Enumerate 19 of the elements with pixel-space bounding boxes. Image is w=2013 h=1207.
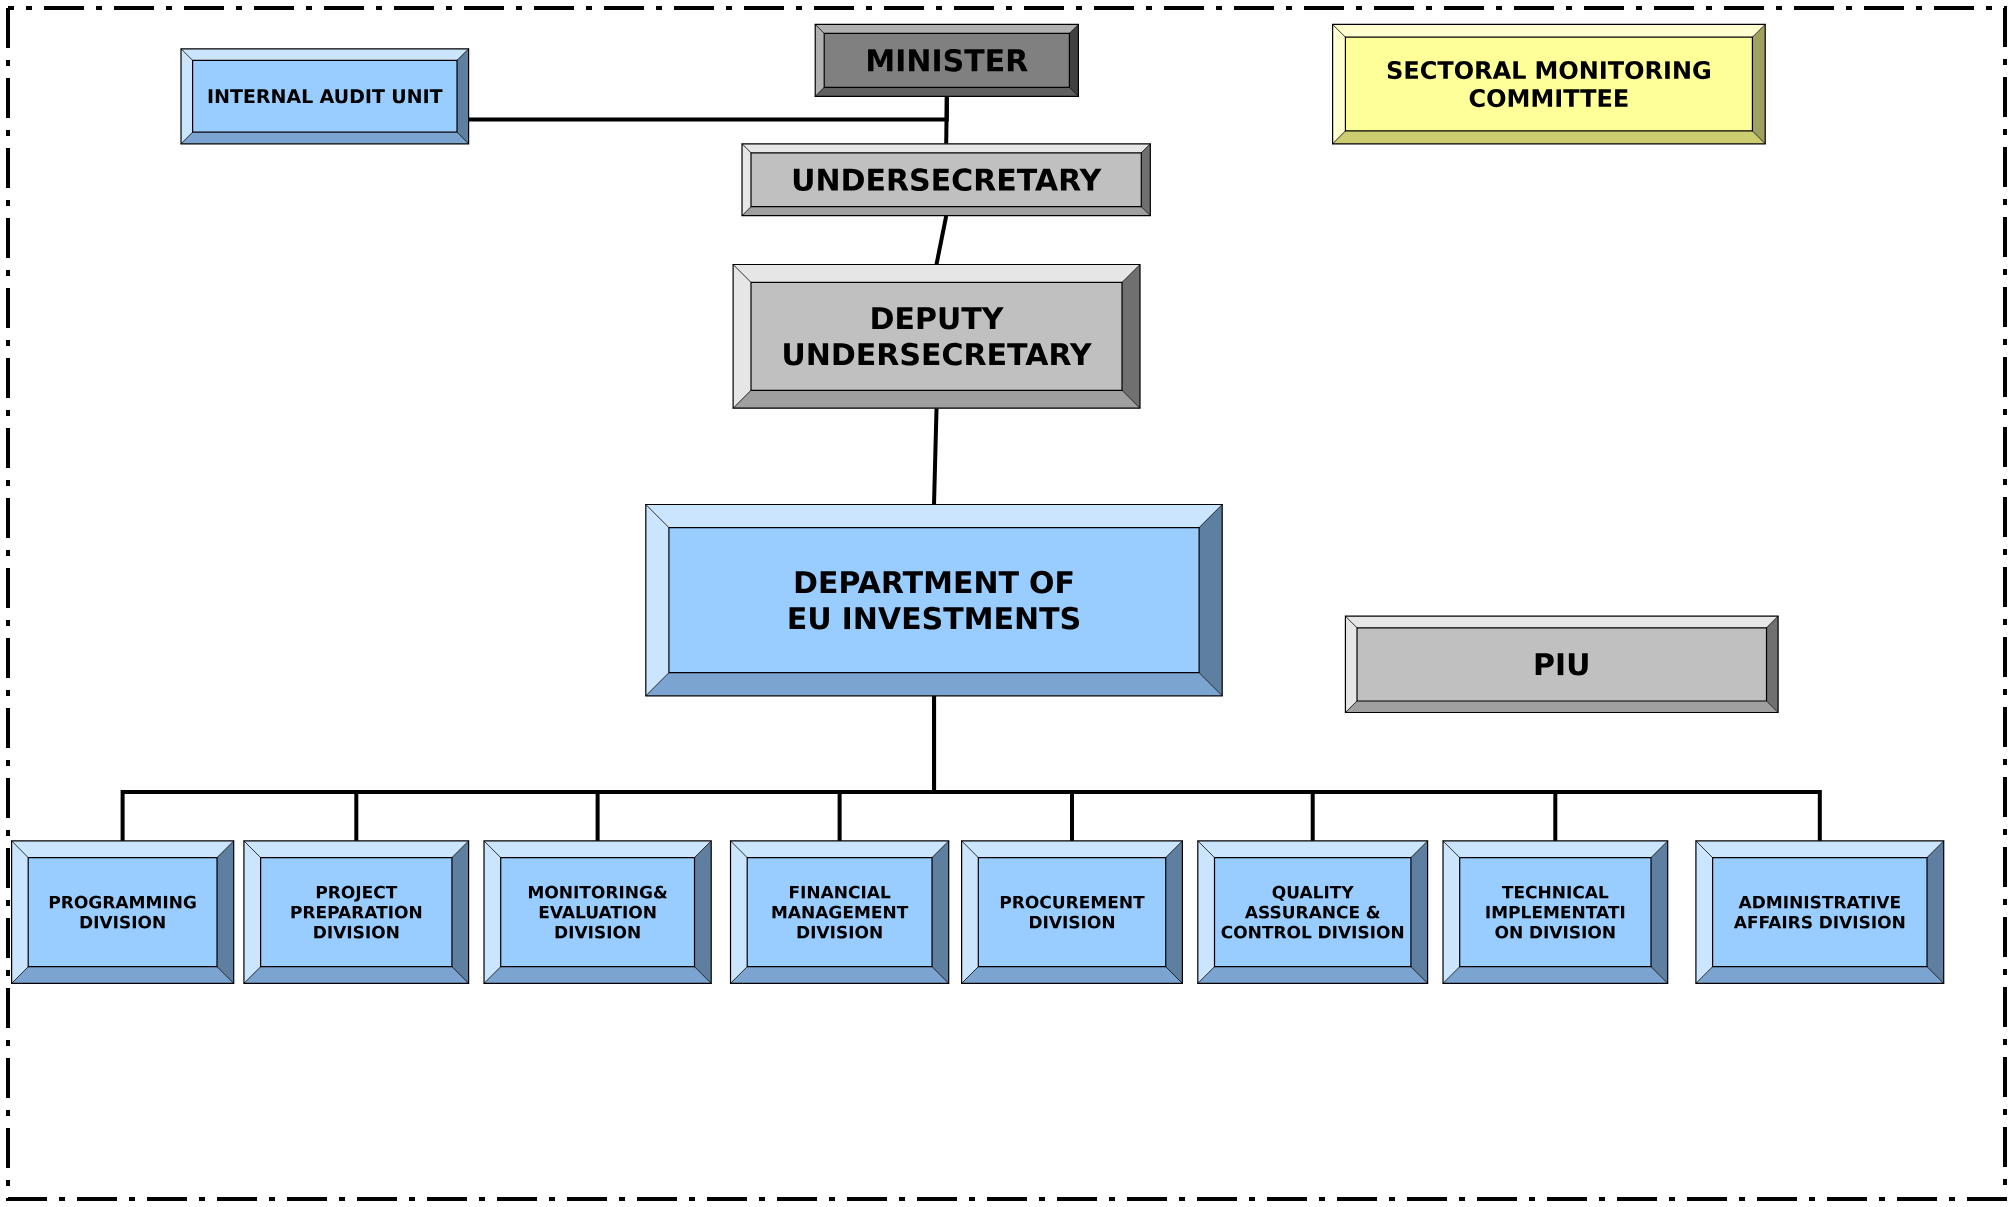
bevelled-box: PROCUREMENT DIVISION <box>961 840 1183 984</box>
bevelled-box: FINANCIAL MANAGEMENT DIVISION <box>729 840 950 984</box>
connector-line <box>932 408 939 505</box>
bevelled-box: DEPUTY UNDERSECRETARY <box>732 263 1141 409</box>
bevelled-box: PROJECT PREPARATION DIVISION <box>243 840 470 984</box>
connector-line <box>934 215 949 265</box>
bevelled-box: INTERNAL AUDIT UNIT <box>180 48 470 145</box>
bevelled-box: QUALITY ASSURANCE & CONTROL DIVISION <box>1197 840 1429 984</box>
bevelled-box: UNDERSECRETARY <box>741 143 1151 217</box>
connector-line <box>932 696 1822 841</box>
bevelled-box: PIU <box>1344 615 1779 714</box>
bevelled-box: PROGRAMMING DIVISION <box>11 840 235 984</box>
bevelled-box: ADMINISTRATIVE AFFAIRS DIVISION <box>1695 840 1945 984</box>
connector-line <box>944 96 949 144</box>
bevelled-box: DEPARTMENT OF EU INVESTMENTS <box>645 503 1223 697</box>
bevelled-box: SECTORAL MONITORING COMMITTEE <box>1332 23 1766 145</box>
bevelled-box: TECHNICAL IMPLEMENTATI ON DIVISION <box>1442 840 1669 984</box>
bevelled-box: MONITORING& EVALUATION DIVISION <box>483 840 712 984</box>
bevelled-box: MINISTER <box>814 23 1079 97</box>
